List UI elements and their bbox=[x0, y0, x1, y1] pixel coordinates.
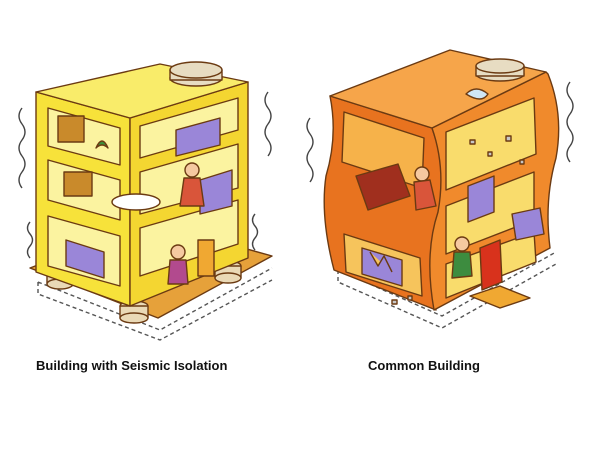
common-building bbox=[306, 49, 574, 329]
caption-seismic-isolation: Building with Seismic Isolation bbox=[36, 358, 228, 373]
vibration-line-icon bbox=[18, 107, 26, 189]
vibration-line-icon bbox=[26, 221, 34, 259]
caption-common-building: Common Building bbox=[368, 358, 480, 373]
water-tank-icon bbox=[475, 58, 525, 82]
cabinet bbox=[57, 115, 85, 143]
seated-person bbox=[184, 162, 200, 178]
table bbox=[111, 193, 161, 211]
seated-person-body bbox=[179, 177, 205, 207]
window bbox=[65, 239, 105, 279]
dresser bbox=[63, 171, 93, 197]
toppled-cabinet bbox=[355, 163, 411, 211]
ground-foundation bbox=[37, 267, 273, 341]
isolated-building bbox=[18, 61, 273, 341]
vibration-line-icon bbox=[566, 81, 574, 163]
plant bbox=[95, 140, 109, 149]
doorstep bbox=[469, 285, 531, 309]
door bbox=[479, 239, 503, 291]
shattered-window-icon bbox=[511, 207, 545, 241]
falling-person-body bbox=[413, 179, 437, 211]
door bbox=[197, 239, 215, 277]
floor-3-side-interior bbox=[445, 97, 537, 191]
water-tank-icon bbox=[169, 61, 223, 87]
falling-debris-icon bbox=[391, 135, 525, 305]
shattered-window-icon bbox=[361, 247, 403, 287]
standing-person-body bbox=[167, 259, 189, 285]
standing-person bbox=[170, 244, 186, 260]
vibration-line-icon bbox=[264, 91, 272, 157]
escaping-person bbox=[454, 236, 470, 252]
vibration-line-icon bbox=[306, 117, 314, 183]
water-leak bbox=[465, 88, 489, 100]
shattered-window-icon bbox=[467, 175, 495, 223]
vibration-line-icon bbox=[251, 213, 259, 251]
escaping-person-body bbox=[451, 251, 473, 279]
falling-person bbox=[414, 166, 430, 182]
window bbox=[175, 117, 221, 157]
